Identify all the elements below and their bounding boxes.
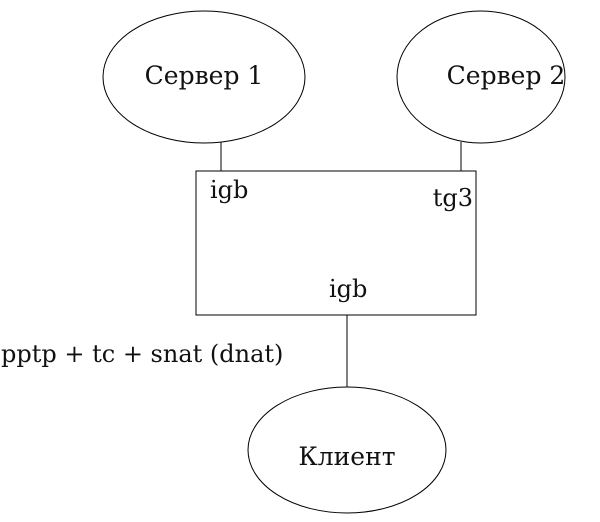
node-client: Клиент [247, 386, 447, 514]
port-label-top-right: tg3 [433, 184, 473, 212]
router-note: pptp + tc + snat (dnat) [1, 340, 283, 368]
router-box [195, 170, 477, 316]
node-server2: Сервер 2 [396, 10, 566, 144]
node-client-label: Клиент [298, 442, 395, 471]
node-server1: Сервер 1 [102, 10, 306, 144]
node-server1-label: Сервер 1 [145, 61, 264, 90]
node-server2-label: Сервер 2 [447, 61, 566, 90]
node-server2-shape [396, 10, 566, 144]
port-label-top-left: igb [210, 176, 248, 204]
port-label-bottom: igb [329, 275, 367, 303]
node-client-shape [247, 386, 447, 514]
router: igb tg3 igb [195, 170, 477, 316]
node-server1-shape [102, 10, 306, 144]
